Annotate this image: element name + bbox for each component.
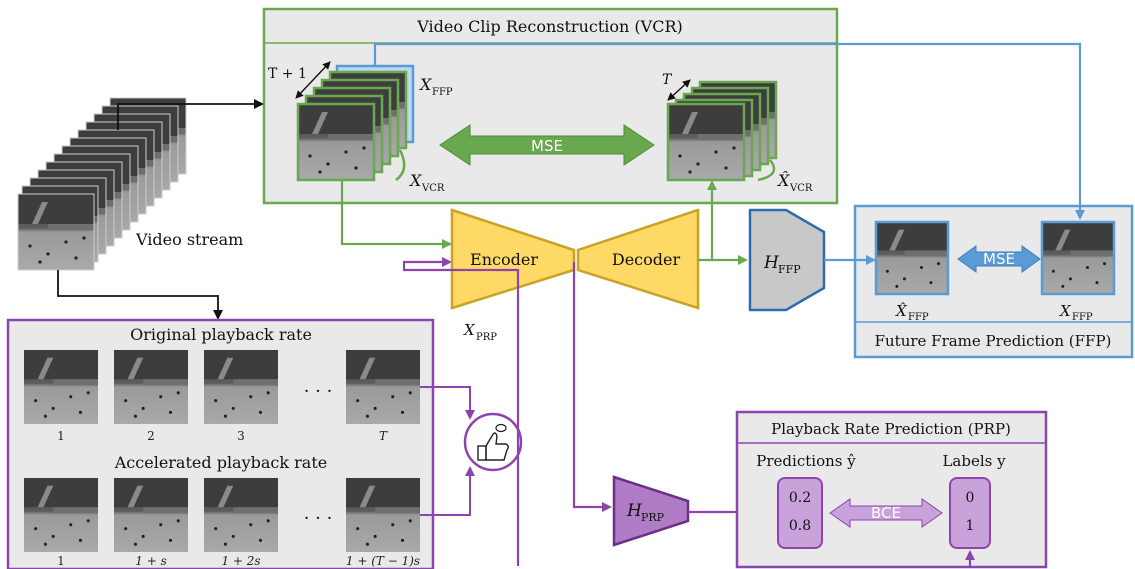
prp-bce-arrow: BCE: [829, 498, 943, 528]
ffp-panel: Future Frame Prediction (FFP) X̂ FFP X F…: [853, 204, 1134, 359]
prediction-value-1: 0.2: [789, 490, 811, 506]
svg-text:X: X: [463, 321, 476, 339]
labels-label: Labels y: [942, 452, 1006, 470]
label-value-1: 0: [966, 490, 975, 506]
decoder: Decoder: [576, 208, 700, 310]
original-to-sampler-arrow: [420, 386, 475, 420]
svg-text:PRP: PRP: [641, 511, 665, 524]
encoder-to-hprp-arrow: [572, 262, 612, 512]
svg-text:MSE: MSE: [531, 137, 563, 155]
predictions-label: Predictions ŷ: [756, 452, 856, 470]
accelerated-to-sampler-arrow: [420, 466, 475, 516]
ffp-mse-arrow: MSE: [957, 245, 1041, 273]
stream-to-vcr-arrow: [117, 99, 264, 130]
h-prp-head: H PRP: [612, 475, 690, 547]
original-index-2: 2: [147, 429, 155, 443]
encoder-label: Encoder: [470, 250, 538, 269]
accelerated-playback-title: Accelerated playback rate: [114, 453, 328, 472]
original-playback-title: Original playback rate: [130, 325, 312, 344]
accelerated-ellipsis: · · ·: [304, 508, 333, 529]
playback-panel: Original playback rate Accelerated playb…: [6, 318, 435, 569]
x-ffp-input-label: X FFP: [418, 75, 453, 98]
accelerated-index-2: 1 + s: [135, 554, 166, 568]
original-index-1: 1: [57, 429, 65, 443]
ffp-target-frame: [1040, 220, 1116, 296]
label-value-2: 1: [966, 518, 975, 534]
svg-text:X: X: [418, 75, 432, 94]
svg-text:H: H: [763, 253, 780, 273]
ffp-title: Future Frame Prediction (FFP): [875, 332, 1112, 350]
accelerated-frames: [24, 478, 420, 552]
ffp-predicted-frame: [874, 220, 950, 296]
original-ellipsis: · · ·: [304, 381, 333, 402]
h-ffp-head: H FFP: [748, 208, 826, 312]
prp-panel: Playback Rate Prediction (PRP) Predictio…: [735, 410, 1048, 569]
svg-text:X̂: X̂: [776, 171, 790, 190]
x-prp-label: X PRP: [463, 321, 497, 343]
stream-to-prp-arrow: [57, 270, 223, 320]
input-window-label: T + 1: [268, 66, 307, 82]
x-prp-to-encoder-arrow: [402, 257, 520, 566]
svg-text:FFP: FFP: [432, 87, 453, 98]
svg-text:VCR: VCR: [789, 183, 813, 194]
x-ffp-to-target-arrow: [373, 42, 1085, 220]
encoder: Encoder: [450, 208, 576, 310]
vcr-output-clip: T X̂ VCR: [662, 72, 813, 194]
x-vcr-hat-label: X̂ VCR: [776, 171, 813, 194]
output-window-label: T: [662, 72, 673, 88]
original-frames: [24, 350, 420, 424]
original-index-3: 3: [237, 429, 245, 443]
accelerated-index-3: 1 + 2s: [221, 554, 260, 568]
svg-text:X̂: X̂: [895, 302, 908, 320]
vcr-mse-arrow: MSE: [439, 124, 655, 166]
labels-vector: [949, 477, 991, 549]
coin-flip-icon: [477, 423, 509, 461]
random-sampler: [463, 412, 523, 472]
svg-text:BCE: BCE: [871, 504, 901, 522]
svg-text:FFP: FFP: [908, 312, 929, 323]
prp-title: Playback Rate Prediction (PRP): [771, 420, 1011, 438]
decoder-label: Decoder: [612, 250, 681, 269]
predictions-vector: [777, 477, 823, 549]
accelerated-index-4: 1 + (T − 1)s: [346, 554, 420, 568]
vcr-input-clip: T + 1 X FFP X VCR: [268, 61, 453, 194]
svg-text:X: X: [408, 171, 422, 190]
svg-text:PRP: PRP: [476, 332, 497, 343]
ffp-pred-label: X̂ FFP: [895, 302, 929, 323]
accelerated-index-1: 1: [57, 554, 65, 568]
video-stream: Video stream: [17, 97, 243, 271]
ffp-target-label: X FFP: [1059, 302, 1093, 323]
svg-text:VCR: VCR: [421, 183, 445, 194]
original-index-4: T: [379, 429, 388, 443]
svg-text:H: H: [626, 501, 643, 521]
vcr-title: Video Clip Reconstruction (VCR): [416, 17, 683, 36]
video-stream-label: Video stream: [135, 230, 243, 249]
vcr-input-to-encoder-arrow: [340, 180, 452, 249]
svg-text:MSE: MSE: [983, 250, 1015, 268]
x-vcr-label: X VCR: [408, 171, 445, 194]
svg-text:X: X: [1059, 302, 1072, 320]
svg-text:FFP: FFP: [778, 263, 801, 276]
svg-text:FFP: FFP: [1072, 312, 1093, 323]
prediction-value-2: 0.8: [789, 518, 811, 534]
